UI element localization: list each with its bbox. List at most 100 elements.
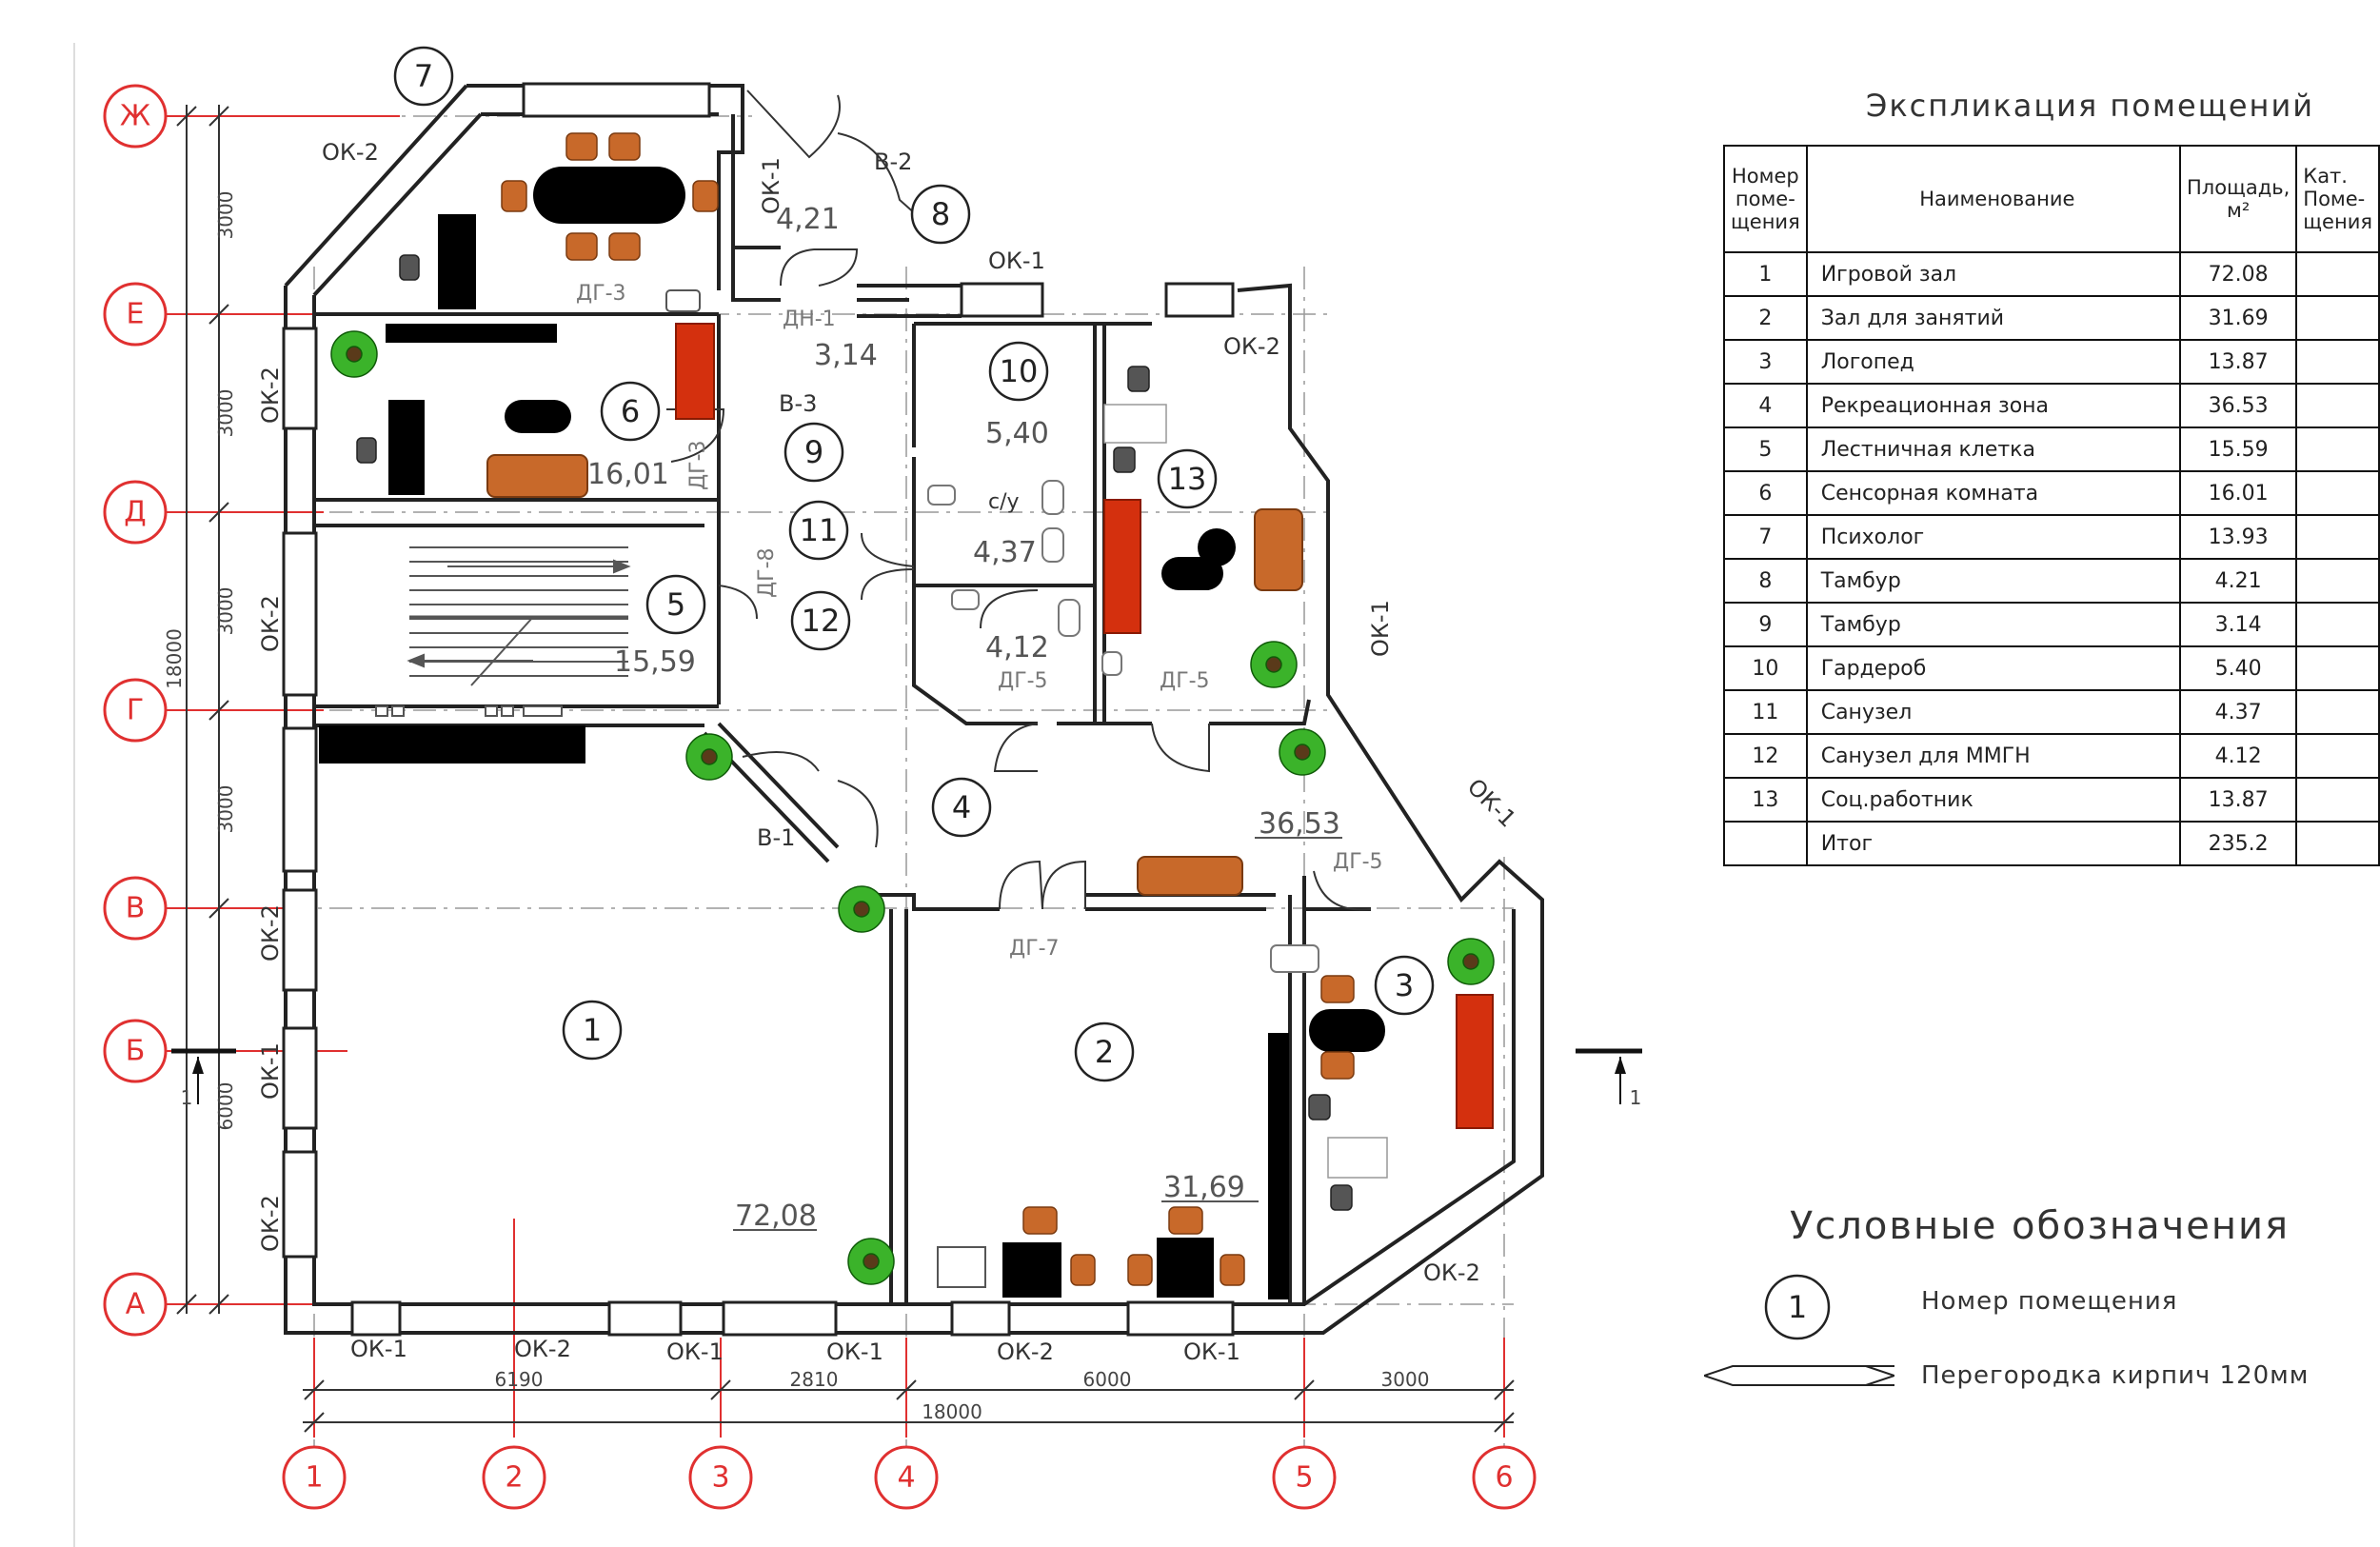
row-name: Сенсорная комната bbox=[1805, 470, 2182, 516]
svg-text:4: 4 bbox=[897, 1461, 915, 1495]
svg-text:11: 11 bbox=[800, 512, 839, 548]
row-area: 13.93 bbox=[2178, 514, 2298, 560]
svg-text:6: 6 bbox=[621, 393, 640, 429]
svg-text:1: 1 bbox=[1788, 1289, 1807, 1325]
svg-text:ОК-1: ОК-1 bbox=[1367, 600, 1394, 657]
row-name: Санузел bbox=[1805, 689, 2182, 735]
svg-text:ОК-2: ОК-2 bbox=[257, 367, 284, 424]
opening-tags: ОК-2 ОК-1 ОК-2 ОК-2 ОК-1 ОК-2 ОК-1 ОК-1 … bbox=[257, 139, 1521, 1365]
header-area: Площадь, м² bbox=[2178, 145, 2298, 253]
svg-text:ДГ-5: ДГ-5 bbox=[998, 669, 1048, 693]
row-category bbox=[2295, 514, 2380, 560]
legend-title: Условные обозначения bbox=[1790, 1204, 2291, 1248]
axis-marker-5: 5 bbox=[1272, 1445, 1337, 1510]
row-area: 13.87 bbox=[2178, 339, 2298, 385]
row-number: 8 bbox=[1723, 558, 1808, 604]
row-number: 13 bbox=[1723, 777, 1808, 823]
doors bbox=[666, 89, 1372, 911]
row-number: 5 bbox=[1723, 426, 1808, 472]
axis-marker-2: 2 bbox=[482, 1445, 546, 1510]
room-7-marker: 7 bbox=[393, 46, 454, 107]
room-4-marker: 4 bbox=[931, 777, 992, 838]
row-area: 4.21 bbox=[2178, 558, 2298, 604]
svg-text:ОК-2: ОК-2 bbox=[257, 595, 284, 652]
row-area: 72.08 bbox=[2178, 251, 2298, 297]
svg-text:18000: 18000 bbox=[922, 1400, 982, 1423]
svg-text:6000: 6000 bbox=[214, 1082, 237, 1131]
row-area: 235.2 bbox=[2178, 821, 2298, 866]
axis-marker-g: Г bbox=[103, 678, 168, 743]
svg-text:4,12: 4,12 bbox=[985, 631, 1049, 664]
svg-text:ДГ-3: ДГ-3 bbox=[686, 440, 710, 490]
axis-marker-6: 6 bbox=[1472, 1445, 1537, 1510]
svg-text:ОК-1: ОК-1 bbox=[826, 1339, 883, 1365]
room-10-marker: 10 bbox=[988, 341, 1049, 402]
svg-text:Б: Б bbox=[126, 1035, 146, 1068]
row-name: Игровой зал bbox=[1805, 251, 2182, 297]
explication-title: Экспликация помещений bbox=[1866, 88, 2315, 124]
floor-plan: Ж Е Д Г В Б А 1 2 3 4 5 6 3000 3000 3000… bbox=[73, 43, 1642, 1547]
table-header-row: Номер поме-щения Наименование Площадь, м… bbox=[1723, 145, 2380, 253]
row-category bbox=[2295, 251, 2380, 297]
area-labels: 72,08 31,69 36,53 15,59 16,01 4,21 3,14 … bbox=[587, 203, 1342, 1233]
axis-marker-v: В bbox=[103, 876, 168, 941]
axis-marker-zh: Ж bbox=[103, 84, 168, 149]
explication-table: Номер поме-щения Наименование Площадь, м… bbox=[1723, 145, 2380, 866]
bottom-dimension-line: 6190 2810 6000 3000 18000 bbox=[303, 1368, 1515, 1433]
row-area: 15.59 bbox=[2178, 426, 2298, 472]
row-category bbox=[2295, 558, 2380, 604]
svg-text:Е: Е bbox=[127, 298, 145, 331]
svg-text:4,37: 4,37 bbox=[973, 536, 1037, 569]
row-area: 16.01 bbox=[2178, 470, 2298, 516]
svg-text:ОК-2: ОК-2 bbox=[322, 139, 379, 166]
axis-marker-3: 3 bbox=[688, 1445, 753, 1510]
row-category bbox=[2295, 821, 2380, 866]
svg-text:3: 3 bbox=[1395, 967, 1414, 1003]
svg-text:ОК-1: ОК-1 bbox=[350, 1336, 407, 1362]
row-name: Лестничная клетка bbox=[1805, 426, 2182, 472]
svg-text:5,40: 5,40 bbox=[985, 417, 1049, 450]
room-numbers: 1 2 3 4 5 6 7 8 9 10 11 12 13 bbox=[393, 46, 1435, 1082]
svg-text:ОК-2: ОК-2 bbox=[997, 1339, 1054, 1365]
svg-text:6: 6 bbox=[1495, 1461, 1513, 1495]
legend-partition-label: Перегородка кирпич 120мм bbox=[1921, 1361, 2310, 1390]
row-area: 5.40 bbox=[2178, 645, 2298, 691]
svg-text:ОК-2: ОК-2 bbox=[514, 1336, 571, 1362]
header-number: Номер поме-щения bbox=[1723, 145, 1808, 253]
room-11-marker: 11 bbox=[788, 500, 849, 561]
room-5-marker: 5 bbox=[645, 574, 706, 635]
svg-text:15,59: 15,59 bbox=[614, 645, 696, 679]
svg-text:7: 7 bbox=[414, 58, 433, 94]
row-category bbox=[2295, 295, 2380, 341]
axis-marker-4: 4 bbox=[874, 1445, 939, 1510]
axis-marker-e: Е bbox=[103, 282, 168, 347]
svg-text:ДГ-3: ДГ-3 bbox=[576, 282, 626, 306]
plants bbox=[330, 330, 1495, 1285]
svg-text:ОК-2: ОК-2 bbox=[257, 904, 284, 962]
svg-text:10: 10 bbox=[1000, 353, 1039, 389]
row-name: Санузел для ММГН bbox=[1805, 733, 2182, 779]
row-number: 3 bbox=[1723, 339, 1808, 385]
svg-text:5: 5 bbox=[666, 586, 685, 623]
row-name: Зал для занятий bbox=[1805, 295, 2182, 341]
row-number: 6 bbox=[1723, 470, 1808, 516]
svg-text:ДГ-8: ДГ-8 bbox=[755, 547, 779, 598]
svg-text:с/у: с/у bbox=[988, 490, 1020, 514]
room-8-marker: 8 bbox=[910, 184, 971, 245]
row-category bbox=[2295, 470, 2380, 516]
row-name: Итог bbox=[1805, 821, 2182, 866]
svg-text:6000: 6000 bbox=[1083, 1368, 1132, 1391]
row-name: Тамбур bbox=[1805, 602, 2182, 647]
row-area: 36.53 bbox=[2178, 383, 2298, 428]
svg-text:ДГ-5: ДГ-5 bbox=[1333, 850, 1383, 874]
svg-text:3000: 3000 bbox=[214, 389, 237, 438]
row-area: 4.12 bbox=[2178, 733, 2298, 779]
svg-text:72,08: 72,08 bbox=[735, 1200, 817, 1233]
